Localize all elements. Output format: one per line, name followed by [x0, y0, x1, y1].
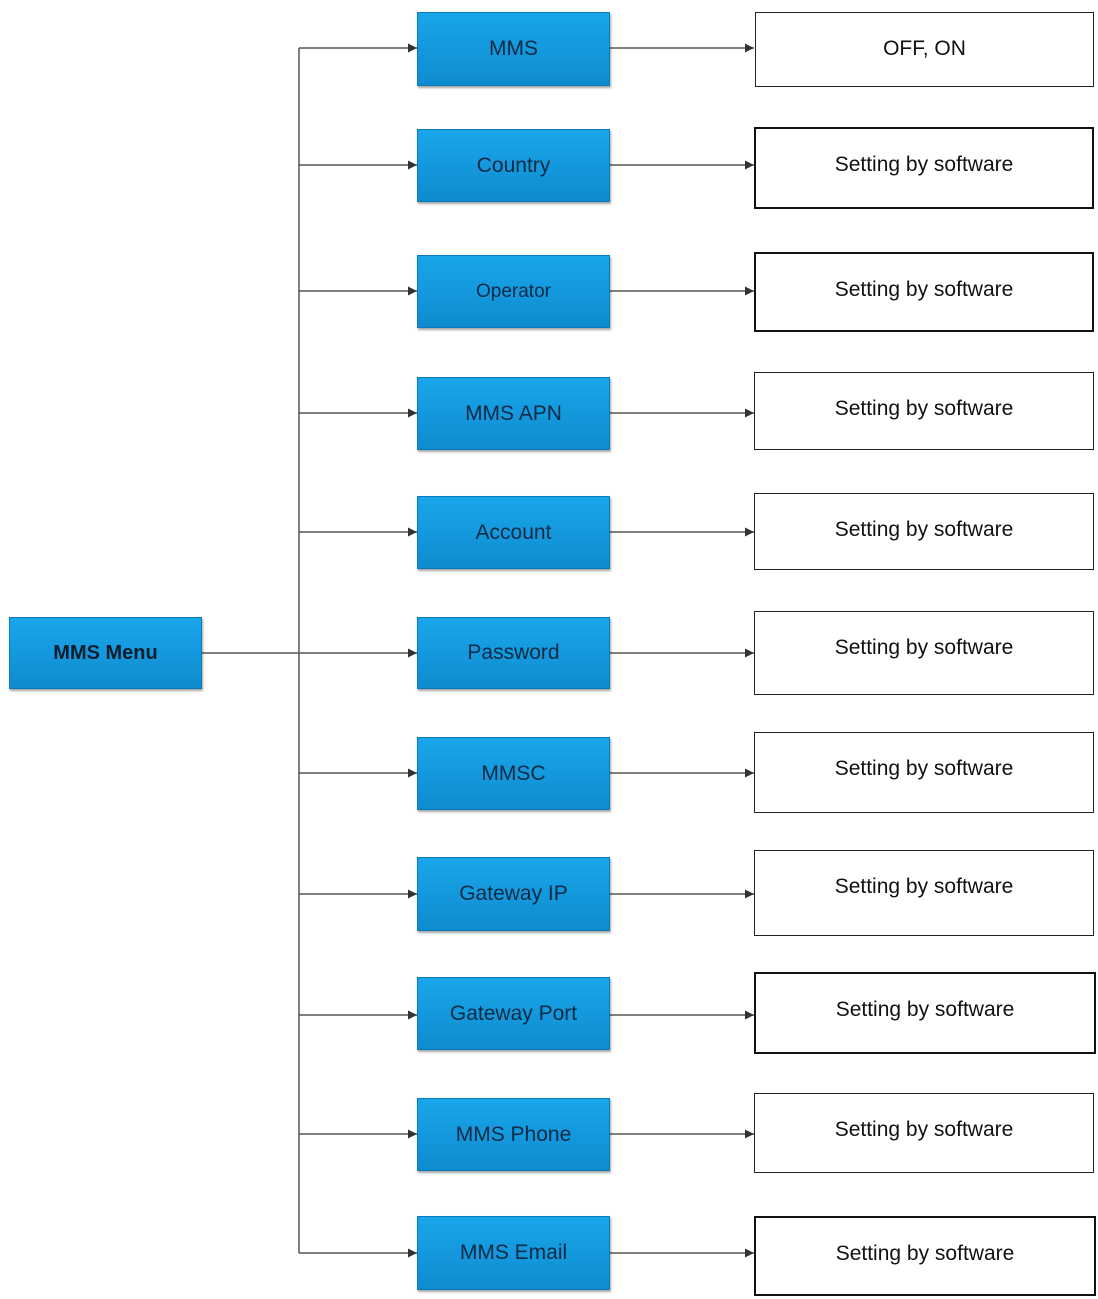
value-box-account: Setting by software [754, 493, 1094, 570]
menu-item-mms: MMS [417, 12, 610, 86]
menu-item-gateway-ip: Gateway IP [417, 857, 610, 931]
value-box-country: Setting by software [754, 127, 1094, 209]
value-box-gateway-ip: Setting by software [754, 850, 1094, 936]
menu-item-gateway-port: Gateway Port [417, 977, 610, 1050]
value-text: Setting by software [834, 518, 1014, 541]
menu-item-label: Country [476, 153, 551, 177]
value-box-gateway-port: Setting by software [754, 972, 1096, 1054]
mms-menu-node: MMS Menu [9, 617, 202, 689]
value-text: OFF, ON [883, 37, 966, 60]
value-text: Setting by software [834, 1118, 1014, 1141]
value-text: Setting by software [834, 757, 1014, 780]
value-box-mms-phone: Setting by software [754, 1093, 1094, 1173]
value-text: Setting by software [834, 397, 1014, 420]
mms-menu-label: MMS Menu [53, 641, 158, 664]
value-box-mms-email: Setting by software [754, 1216, 1096, 1296]
menu-item-account: Account [417, 496, 610, 569]
value-box-operator: Setting by software [754, 252, 1094, 332]
value-text: Setting by software [834, 278, 1014, 301]
menu-item-label: Operator [476, 280, 551, 302]
menu-item-label: MMSC [481, 761, 546, 785]
menu-item-operator: Operator [417, 255, 610, 328]
menu-item-country: Country [417, 129, 610, 202]
menu-item-label: Gateway Port [449, 1001, 578, 1025]
menu-item-label: MMS APN [465, 401, 562, 425]
value-box-mms: OFF, ON [755, 12, 1094, 87]
menu-item-label: MMS Email [459, 1241, 568, 1264]
menu-item-label: Gateway IP [459, 882, 568, 905]
value-text: Setting by software [834, 153, 1014, 176]
value-box-mmsc: Setting by software [754, 732, 1094, 813]
menu-item-label: Account [475, 520, 552, 544]
menu-item-label: MMS Phone [455, 1122, 572, 1146]
menu-item-mms-email: MMS Email [417, 1216, 610, 1290]
menu-item-password: Password [417, 617, 610, 689]
menu-item-mms-apn: MMS APN [417, 377, 610, 450]
menu-item-label: Password [467, 641, 560, 664]
value-box-mms-apn: Setting by software [754, 372, 1094, 450]
value-text: Setting by software [834, 636, 1014, 659]
value-text: Setting by software [834, 875, 1014, 898]
menu-item-mmsc: MMSC [417, 737, 610, 810]
menu-item-mms-phone: MMS Phone [417, 1098, 610, 1171]
menu-item-label: MMS [489, 37, 538, 60]
value-text: Setting by software [835, 998, 1015, 1021]
value-text: Setting by software [835, 1242, 1015, 1265]
value-box-password: Setting by software [754, 611, 1094, 695]
